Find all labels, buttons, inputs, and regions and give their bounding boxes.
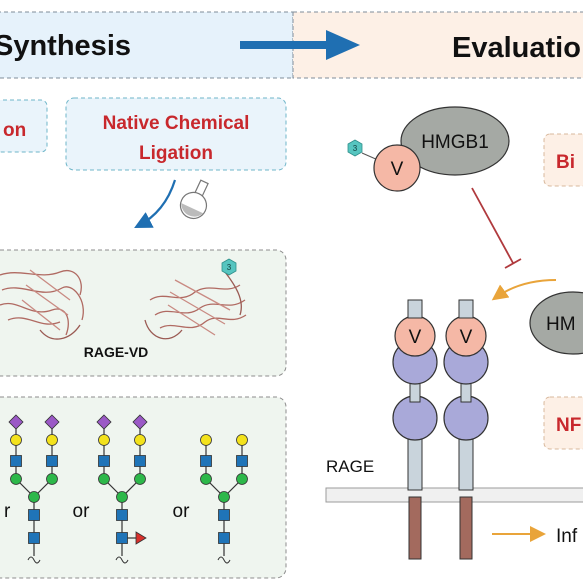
ncl-line1: Native Chemical bbox=[103, 113, 250, 134]
sialic-acid-diamond bbox=[44, 414, 60, 430]
mannose-circle bbox=[10, 473, 22, 485]
glcnac-square bbox=[46, 455, 58, 467]
hmgb1-complex-right: HM bbox=[529, 291, 583, 355]
rage-receptor-1: V bbox=[392, 299, 438, 560]
protein-structure-right bbox=[144, 271, 247, 340]
protein-structure-left bbox=[0, 269, 84, 340]
mannose-circle bbox=[200, 473, 212, 485]
mannose-circle bbox=[134, 473, 146, 485]
asparagine-linkage bbox=[115, 556, 129, 564]
tag-hexagon-icon: 3 bbox=[221, 258, 237, 276]
glycan-separator-2: or bbox=[73, 501, 91, 522]
assay-box-top: Bi bbox=[543, 133, 583, 187]
galactose-circle bbox=[200, 434, 212, 446]
legend-text: Inf bbox=[556, 526, 578, 547]
sialic-acid-diamond bbox=[132, 414, 148, 430]
v-label-ligand: V bbox=[391, 159, 404, 180]
hmgb1-ellipse-right bbox=[529, 291, 583, 355]
glcnac-square bbox=[28, 509, 40, 521]
cell-membrane bbox=[325, 487, 583, 503]
inhibition-arrow bbox=[471, 187, 522, 269]
tag-number: 3 bbox=[353, 144, 358, 153]
mannose-circle bbox=[218, 491, 230, 503]
header: Synthesis Evaluatio bbox=[0, 11, 583, 79]
asparagine-linkage bbox=[27, 556, 41, 564]
assay-bottom-text: NF bbox=[556, 415, 581, 436]
galactose-circle bbox=[10, 434, 22, 446]
glcnac-square bbox=[116, 532, 128, 544]
rage-receptor-2: V bbox=[443, 299, 489, 560]
hmgb1-label-top: HMGB1 bbox=[421, 132, 489, 153]
v-label-receptor-2: V bbox=[460, 327, 473, 348]
galactose-circle bbox=[236, 434, 248, 446]
protein-label: RAGE-VD bbox=[84, 344, 149, 360]
galactose-circle bbox=[134, 434, 146, 446]
glcnac-square bbox=[28, 532, 40, 544]
curved-arrow-icon bbox=[134, 179, 177, 229]
fucose-triangle bbox=[135, 531, 147, 545]
mannose-circle bbox=[46, 473, 58, 485]
flask-icon bbox=[179, 179, 209, 220]
method-left-box: on bbox=[0, 99, 48, 153]
hmgb1-label-right: HM bbox=[546, 314, 576, 335]
v-domain-ligand bbox=[373, 144, 421, 192]
mannose-circle bbox=[236, 473, 248, 485]
synthesis-title: Synthesis bbox=[0, 30, 131, 62]
binding-arrow bbox=[491, 279, 557, 301]
asparagine-linkage bbox=[217, 556, 231, 564]
protein-panel: 3 RAGE-VD bbox=[0, 249, 287, 377]
flow-arrow bbox=[240, 30, 360, 60]
hmgb1-ellipse-top bbox=[400, 106, 510, 176]
hmgb1-complex-top: 3 HMGB1 V bbox=[347, 106, 510, 192]
glcnac-square bbox=[236, 455, 248, 467]
glycan-structures bbox=[8, 414, 248, 564]
glcnac-square bbox=[116, 509, 128, 521]
ncl-box: Native Chemical Ligation bbox=[65, 97, 287, 171]
glcnac-square bbox=[200, 455, 212, 467]
ncl-line2: Ligation bbox=[139, 143, 213, 164]
glcnac-square bbox=[134, 455, 146, 467]
mannose-circle bbox=[98, 473, 110, 485]
assay-box-bottom: NF bbox=[543, 396, 583, 450]
glycan-separator-1: r bbox=[4, 501, 11, 522]
sialic-acid-diamond bbox=[8, 414, 24, 430]
v-label-receptor-1: V bbox=[409, 327, 422, 348]
sialic-acid-diamond bbox=[96, 414, 112, 430]
method-left-text: on bbox=[3, 120, 26, 141]
galactose-circle bbox=[46, 434, 58, 446]
glcnac-square bbox=[98, 455, 110, 467]
glycan-panel: r or or bbox=[0, 396, 287, 579]
tag-number: 3 bbox=[227, 263, 232, 272]
tag-hexagon-icon: 3 bbox=[347, 139, 363, 157]
glycan-separator-3: or bbox=[173, 501, 191, 522]
evaluation-panel: 3 HMGB1 V Bi NF HM RAGE bbox=[325, 106, 583, 560]
mannose-circle bbox=[28, 491, 40, 503]
assay-top-text: Bi bbox=[556, 152, 575, 173]
legend-inflammation: Inf bbox=[492, 526, 578, 547]
receptor-label: RAGE bbox=[326, 457, 374, 476]
glcnac-square bbox=[218, 532, 230, 544]
glcnac-square bbox=[218, 509, 230, 521]
evaluation-title: Evaluatio bbox=[452, 32, 581, 64]
galactose-circle bbox=[98, 434, 110, 446]
mannose-circle bbox=[116, 491, 128, 503]
glcnac-square bbox=[10, 455, 22, 467]
